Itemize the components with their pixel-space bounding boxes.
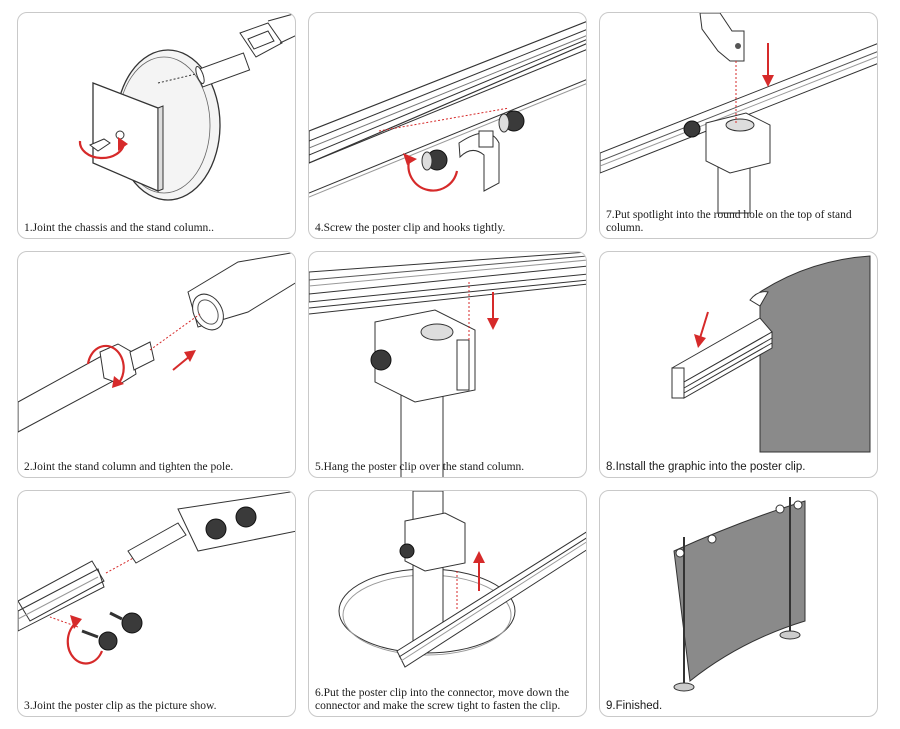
step-8-illustration — [671, 255, 871, 453]
step-8-panel: 8.Install the graphic into the poster cl… — [599, 251, 878, 478]
step-5-caption: 5.Hang the poster clip over the stand co… — [315, 461, 525, 473]
step-1-illustration — [78, 13, 295, 201]
step-3-panel: 3.Joint the poster clip as the picture s… — [17, 490, 296, 717]
step-4-panel: 4.Screw the poster clip and hooks tightl… — [308, 12, 587, 239]
step-3-caption: 3.Joint the poster clip as the picture s… — [24, 700, 217, 712]
step-9-illustration — [673, 497, 806, 692]
step-6-illustration — [338, 491, 586, 668]
rotate-arrow — [86, 344, 125, 385]
rotate-arrow — [78, 140, 126, 160]
step-1-caption: 1.Joint the chassis and the stand column… — [24, 222, 215, 234]
step-6-panel: 6.Put the poster clip into the connector… — [308, 490, 587, 717]
step-1-panel: 1.Joint the chassis and the stand column… — [17, 12, 296, 239]
step-2-illustration — [18, 252, 295, 433]
step-2-panel: 2.Joint the stand column and tighten the… — [17, 251, 296, 478]
step-5-panel: 5.Hang the poster clip over the stand co… — [308, 251, 587, 478]
step-7-panel: 7.Put spotlight into the round hole on t… — [599, 12, 878, 239]
step-4-illustration — [309, 21, 586, 198]
step-3-illustration — [18, 491, 295, 665]
step-7-illustration — [600, 13, 877, 214]
step-8-caption: 8.Install the graphic into the poster cl… — [606, 461, 806, 473]
step-9-panel: 9.Finished. — [599, 490, 878, 717]
step-4-caption: 4.Screw the poster clip and hooks tightl… — [315, 222, 506, 234]
step-7-caption: 7.Put spotlight into the round hole on t… — [606, 209, 852, 234]
step-6-caption: 6.Put the poster clip into the connector… — [315, 687, 570, 712]
rotate-arrow — [407, 160, 459, 192]
step-5-illustration — [309, 252, 586, 477]
step-2-caption: 2.Joint the stand column and tighten the… — [24, 461, 234, 473]
step-9-caption: 9.Finished. — [606, 700, 663, 712]
rotate-arrow — [66, 622, 104, 665]
